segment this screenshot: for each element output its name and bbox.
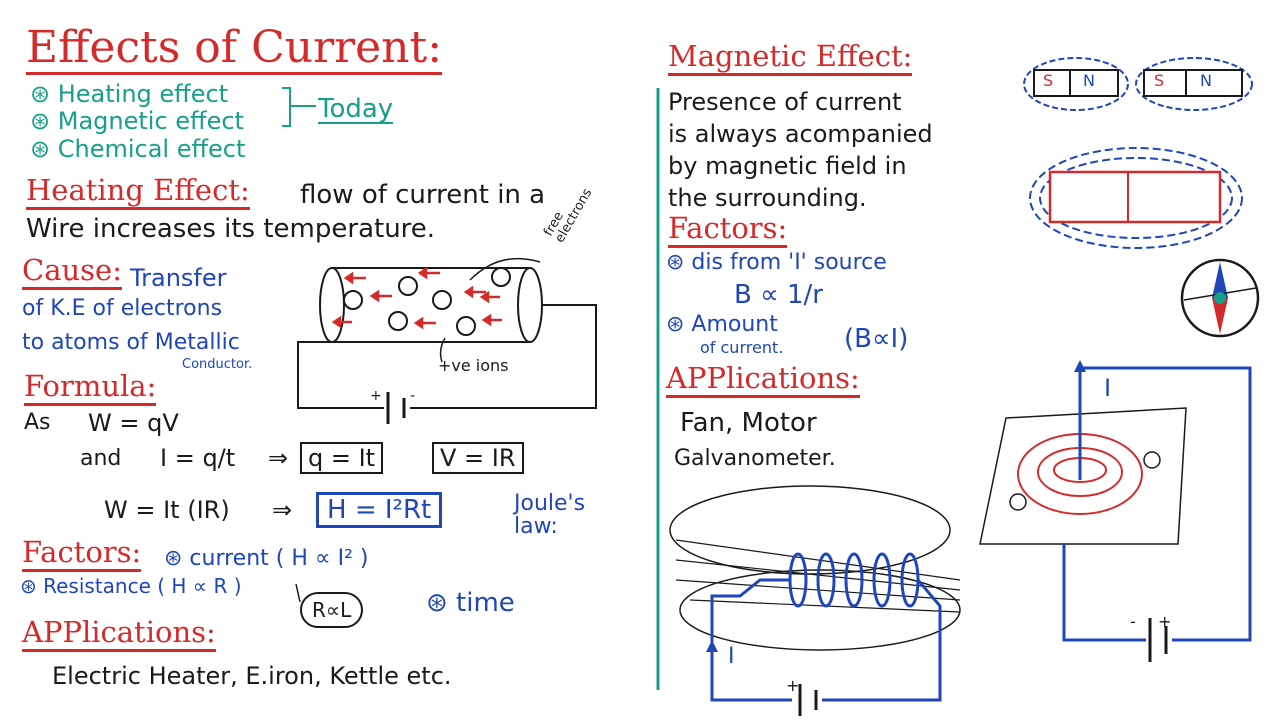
svg-text:-: - [410,388,415,404]
apps-magnetic-line1: Fan, Motor [680,408,817,438]
factor-time: ⊛ time [426,588,515,618]
circuit-battery-minus: - [1130,612,1136,631]
today-label: Today [318,94,394,124]
heating-def-line2: Wire increases its temperature. [26,214,436,244]
bar-magnet [1029,147,1243,249]
cause-line4: Conductor. [182,357,253,372]
factor-b-prop-i: (B∝I) [844,324,909,354]
circuit-battery-plus: + [1158,612,1172,631]
factor-amount-of-current: of current. [700,338,784,357]
factor-b-inverse-r: B ∝ 1/r [734,280,823,310]
formula-joule-heat: H = I²Rt [316,492,443,528]
ion-circle [432,290,452,310]
formula-w-qv: W = qV [88,409,179,437]
formula-q-it: q = It [300,442,384,474]
circuit-current-label: I [1104,374,1112,402]
formula-arrow1: ⇒ [268,444,289,472]
apps-label-magnetic: APPlications: [666,364,860,398]
formula-as: As [24,410,51,435]
joule-law-label: Joule's law: [514,491,586,540]
factor-r-prop-l: R∝L [300,592,364,628]
factor-amount: ⊛ Amount [666,312,778,337]
small-magnet1-n: N [1083,71,1095,90]
small-magnet2-s: S [1154,71,1165,90]
solenoid-diagram [669,485,961,716]
cause-line1: Transfer [130,264,227,292]
magnetic-line2: is always acompanied [668,120,933,148]
ion-circle [491,267,511,287]
factors-label-heating: Factors: [22,538,142,572]
compass-icon [1180,258,1260,338]
solenoid-current-label: I [728,644,735,669]
ion-circle [456,316,476,336]
factor-distance: ⊛ dis from 'I' source [666,250,887,275]
effect-item-heating: ⊛ Heating effect [30,80,229,108]
page-title: Effects of Current: [26,22,443,75]
apps-label-heating: APPlications: [22,618,216,652]
factors-label-magnetic: Factors: [668,214,788,248]
formula-v-ir: V = IR [432,442,524,474]
formula-arrow2: ⇒ [272,496,293,524]
solenoid-battery-plus: + [786,676,800,695]
wire-diagram: + - [297,257,597,424]
effect-item-chemical: ⊛ Chemical effect [30,135,246,163]
factor-current: ⊛ current ( H ∝ I² ) [164,546,369,571]
ion-circle [398,276,418,296]
formula-i-qt: I = q/t [160,444,236,472]
wire-label-ions: +ve ions [438,356,509,375]
heating-heading: Heating Effect: [26,176,250,210]
cause-line3: to atoms of Metallic [22,330,240,355]
magnetic-line3: by magnetic field in [668,152,907,180]
small-magnet2-n: N [1200,71,1212,90]
effect-item-magnetic: ⊛ Magnetic effect [30,107,244,135]
ion-circle [388,311,408,331]
apps-magnetic-line2: Galvanometer. [674,446,836,471]
electron-arrows [331,266,502,330]
svg-text:+: + [370,388,382,404]
today-bracket [282,87,316,127]
formula-w-itir: W = It (IR) [104,496,230,524]
straight-wire-diagram [979,360,1252,662]
magnetic-line4: the surrounding. [668,184,867,212]
small-magnets [1023,57,1253,111]
cause-label: Cause: [22,256,122,290]
small-magnet1-s: S [1043,71,1054,90]
heating-def-line1: flow of current in a [300,180,546,210]
apps-heating-text: Electric Heater, E.iron, Kettle etc. [52,662,452,690]
factor-resistance: ⊛ Resistance ( H ∝ R ) [20,574,242,598]
cause-line2: of K.E of electrons [22,296,223,321]
formula-and: and [80,446,122,471]
magnetic-line1: Presence of current [668,88,902,116]
formula-label: Formula: [24,372,157,406]
ion-circle [343,290,363,310]
magnetic-heading: Magnetic Effect: [668,42,913,76]
